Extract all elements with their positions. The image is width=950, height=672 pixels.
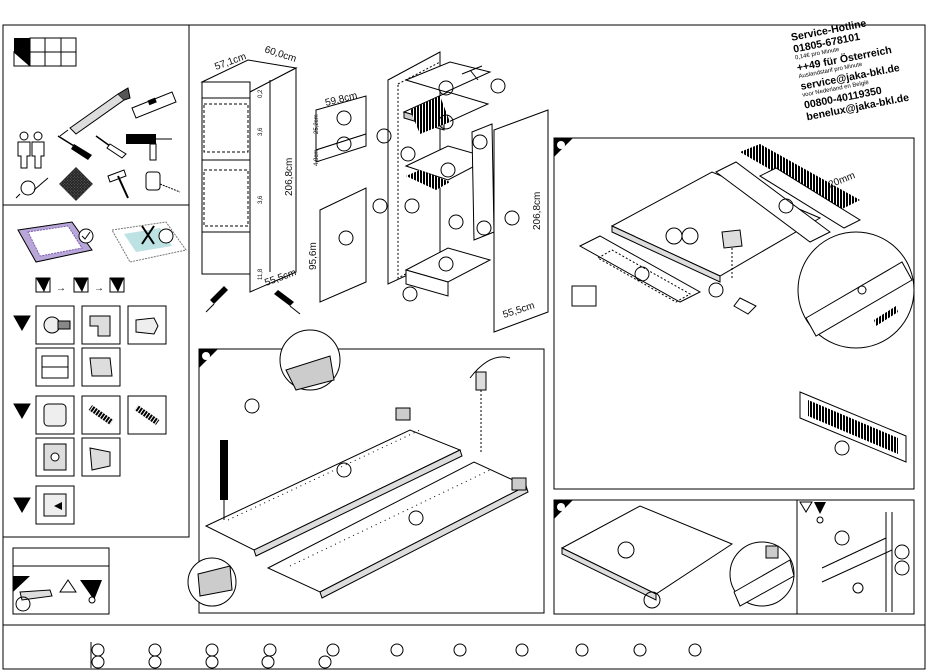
tools-panel: → →	[3, 25, 189, 537]
cam-fitting-icon	[146, 172, 180, 192]
gap-low-label: 3,6	[258, 195, 264, 204]
hammer-icon	[108, 170, 128, 198]
fitting-plate-icon	[44, 444, 66, 470]
shelf-and-door-panels: 59,8cm 25,2cm 4,8cm 95,6m	[308, 90, 366, 302]
step-3-panel	[554, 500, 797, 614]
gap-top-label: 0,2	[258, 89, 264, 98]
svg-text:→: →	[94, 283, 104, 294]
fitting-foot-icon	[44, 494, 66, 516]
panel-height-a-label: 25,2cm	[314, 114, 320, 134]
carpet-icon	[59, 167, 93, 201]
persons-icon	[18, 132, 44, 168]
fitting-screw-icon	[90, 448, 110, 470]
screwdriver-icon	[58, 136, 126, 160]
drill-icon	[126, 134, 172, 160]
wall-screw-panel	[13, 548, 109, 614]
gap-mid-label: 3,6	[258, 127, 264, 136]
side-height-label: 206,8cm	[532, 192, 543, 230]
fitting-connector-icon	[136, 318, 158, 334]
spirit-level-icon	[132, 92, 176, 118]
incorrect-placement-icon	[112, 222, 186, 262]
correct-placement-icon	[18, 222, 93, 262]
step-2-panel: 20mm	[554, 138, 914, 489]
svg-text:→: →	[56, 283, 66, 294]
step-1-panel	[188, 330, 544, 613]
exploded-cabinet-view: 206,8cm 55,5cm	[373, 52, 548, 332]
step-4-panel	[797, 500, 914, 614]
cabinet-grid-icon	[14, 38, 76, 66]
parts-strip	[91, 642, 701, 668]
vent-depth-label: 20mm	[827, 170, 857, 191]
fitting-clip-icon	[44, 404, 66, 426]
panel-height-b-label: 4,8cm	[314, 150, 320, 166]
tape-icon	[16, 178, 48, 198]
step-sequence-icon: → →	[36, 278, 124, 294]
width-top-label: 60,0cm	[263, 44, 298, 65]
caulk-gun-icon	[60, 88, 130, 136]
fitting-dowel-icon	[90, 358, 112, 376]
height-total-label: 206,8cm	[284, 158, 295, 196]
cabinet-dimensions-diagram: 57,1cm 60,0cm 206,8cm 0,2 3,6 3,6 11,8 5…	[202, 44, 300, 314]
door-height-label: 95,6m	[308, 242, 319, 270]
